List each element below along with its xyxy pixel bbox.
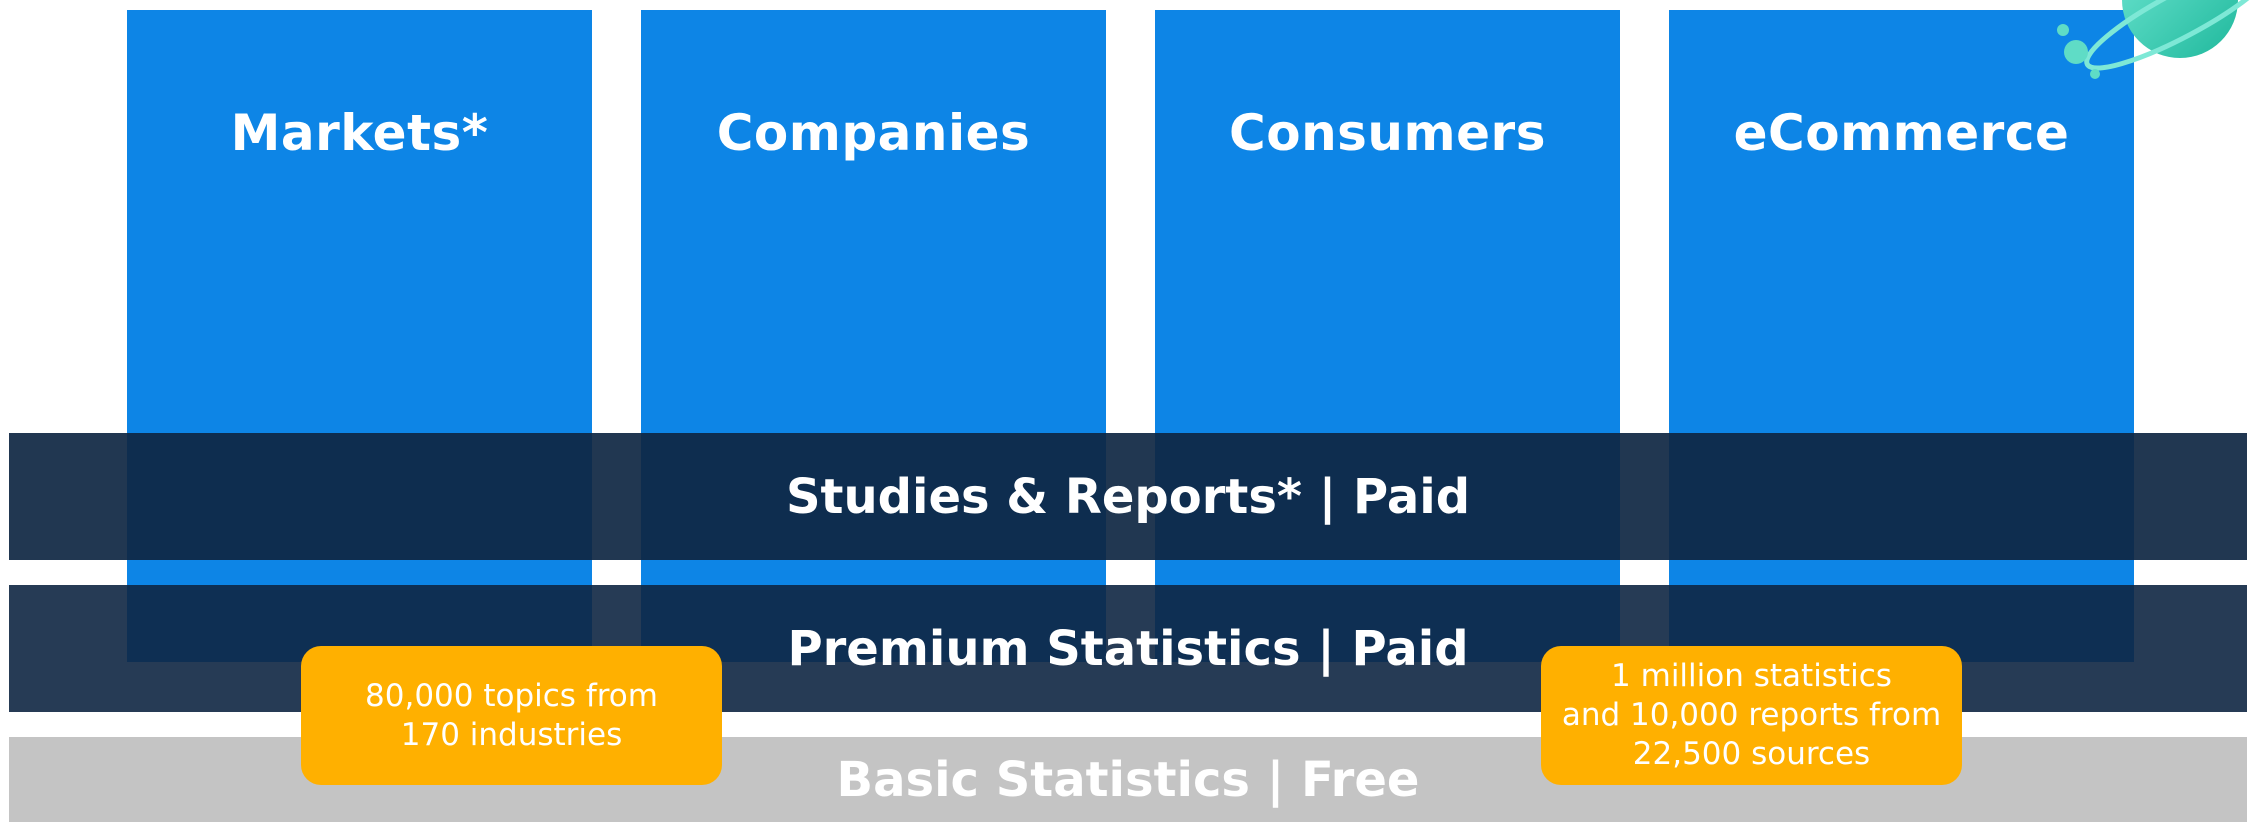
category-column-consumers: Consumers bbox=[1155, 10, 1620, 662]
column-title: Companies bbox=[716, 104, 1031, 162]
column-title: Consumers bbox=[1229, 104, 1546, 162]
column-title: Markets* bbox=[230, 104, 489, 162]
premium-statistics-label: Premium Statistics | Paid bbox=[787, 620, 1469, 677]
statistics-badge: 1 million statistics and 10,000 reports … bbox=[1541, 646, 1962, 785]
topics-badge-line1: 80,000 topics from bbox=[365, 677, 658, 714]
column-title: eCommerce bbox=[1733, 104, 2070, 162]
category-column-markets: Markets* bbox=[127, 10, 592, 662]
statistics-badge-line2: and 10,000 reports from bbox=[1561, 697, 1942, 733]
statistics-badge-line1: 1 million statistics bbox=[1611, 658, 1892, 694]
topics-badge: 80,000 topics from 170 industries bbox=[301, 646, 722, 785]
studies-reports-label: Studies & Reports* | Paid bbox=[785, 468, 1471, 525]
statistics-badge-line3: 22,500 sources bbox=[1632, 736, 1871, 772]
category-column-companies: Companies bbox=[641, 10, 1106, 662]
planet-icon bbox=[2057, 0, 2252, 79]
studies-reports-band: Studies & Reports* | Paid bbox=[9, 433, 2247, 560]
topics-badge-line2: 170 industries bbox=[400, 716, 623, 753]
basic-statistics-label: Basic Statistics | Free bbox=[836, 751, 1420, 808]
